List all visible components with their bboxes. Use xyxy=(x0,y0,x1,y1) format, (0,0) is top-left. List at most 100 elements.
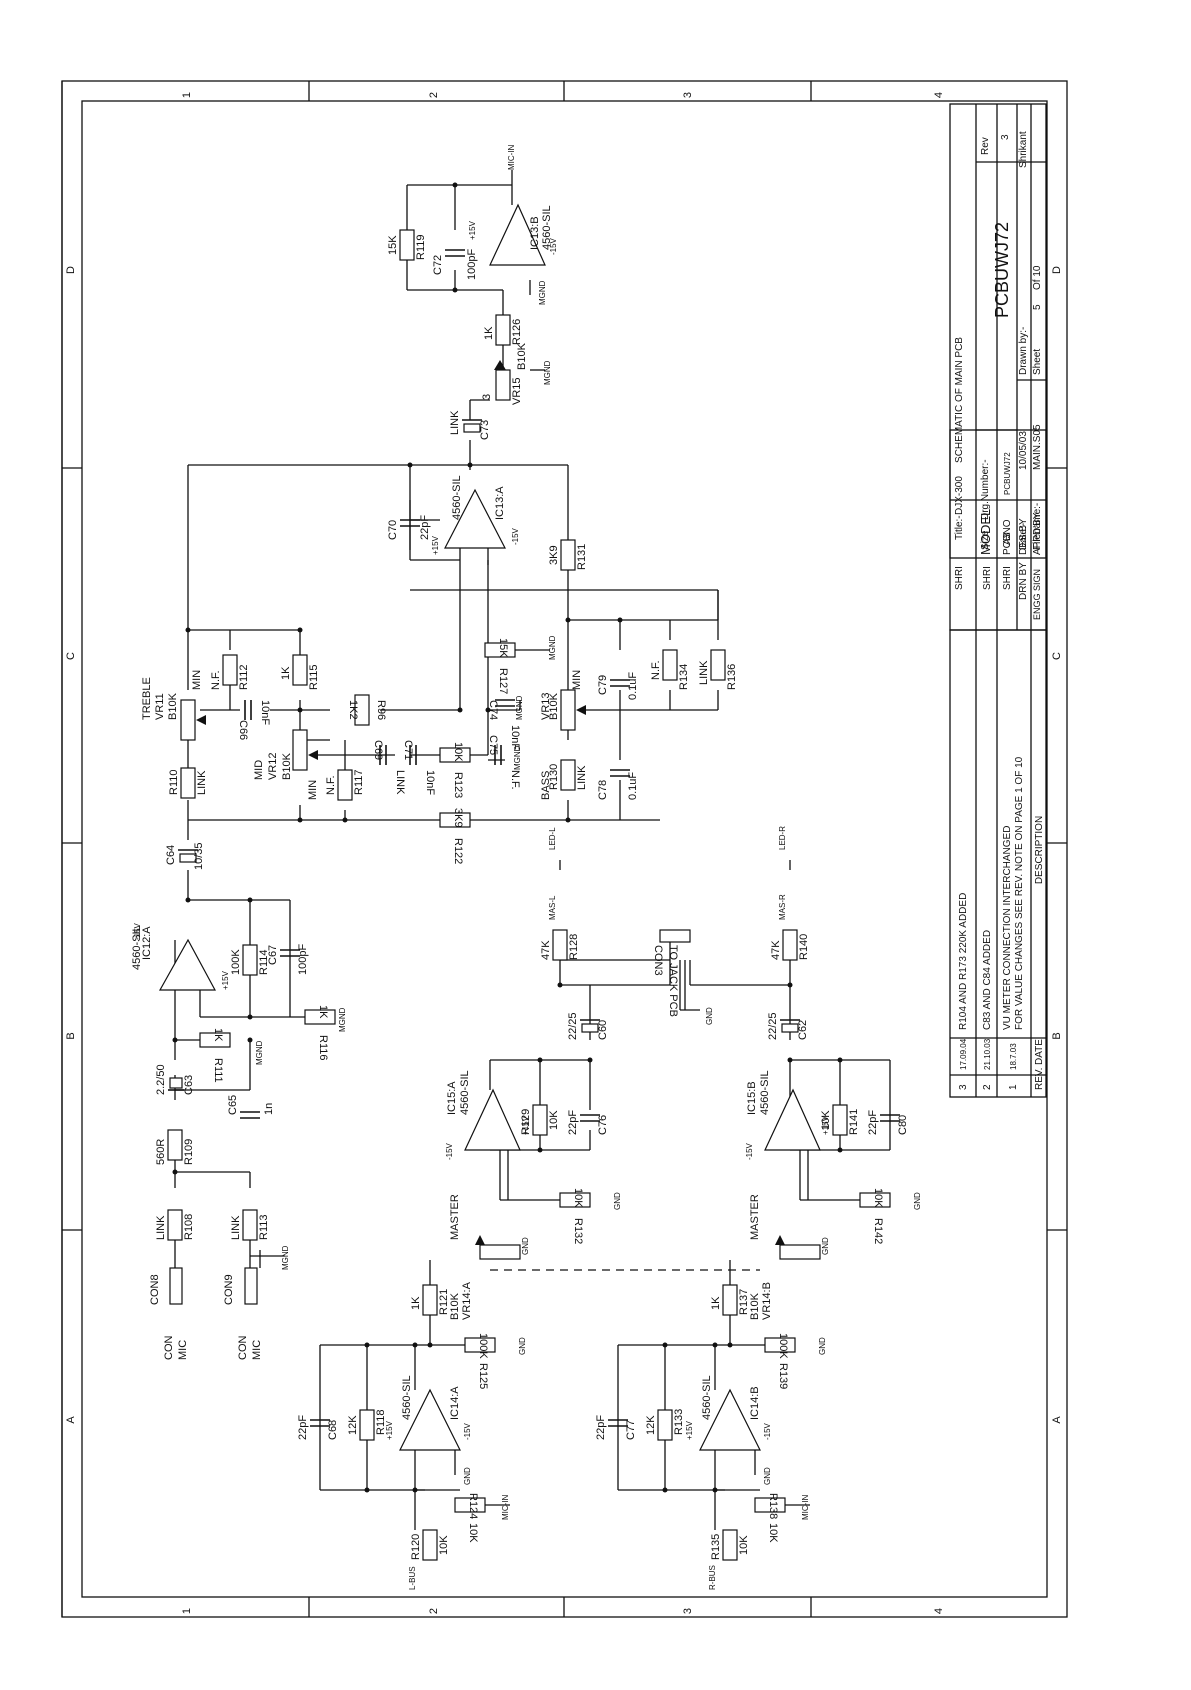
c62: 22/25 C62 xyxy=(767,1012,809,1040)
con3-connector: CON3 TO JACK PCB xyxy=(652,929,691,1017)
r108: LINK R108 xyxy=(155,1209,195,1241)
c67-value: 100pF xyxy=(297,944,309,975)
sheet-value: 5 xyxy=(1032,304,1043,310)
vr11-value: B10K xyxy=(167,692,179,720)
con3-ref: CON3 xyxy=(652,945,664,976)
c77: 22pF C77 xyxy=(595,1415,637,1440)
zone-bottom-3: 3 xyxy=(682,1608,694,1614)
c73: LINK C73 xyxy=(449,410,491,440)
r123: 10K R123 xyxy=(439,742,471,798)
r120-value: 10K xyxy=(438,1535,450,1555)
r133-value: 12K xyxy=(645,1415,657,1435)
ground-labels: MGND MGND MGND MGND MGND MGND MGND MGND … xyxy=(255,280,922,1485)
r133-ref: R133 xyxy=(673,1409,685,1435)
r116-value: 1K xyxy=(317,1005,329,1019)
c67-ref: C67 xyxy=(267,945,279,965)
masr-label: MAS-R xyxy=(778,894,787,920)
ic15b-part: 4560-SIL xyxy=(759,1070,771,1115)
sheet-of: Of 10 xyxy=(1032,265,1043,290)
zone-top-1: 1 xyxy=(181,92,193,98)
c79: C79 0.1uF xyxy=(597,672,639,700)
revision-table: 3 17.09.04 R104 AND R173 220K ADDED 2 21… xyxy=(949,629,1047,1098)
con-mic-1-b: MIC xyxy=(177,1340,189,1360)
gnd-label-c74: MGND xyxy=(515,695,524,720)
r134: N.F. R134 xyxy=(650,649,690,690)
r110-value: LINK xyxy=(196,770,208,795)
r125: 100K R125 xyxy=(464,1333,496,1389)
r122-value: 3K9 xyxy=(452,808,464,828)
c63: 2.2/50 C63 xyxy=(155,1064,195,1095)
r118-value: 12K xyxy=(347,1415,359,1435)
r142-ref: R142 xyxy=(872,1218,884,1244)
treble-label: TREBLE xyxy=(141,677,153,720)
zone-labels: 1 2 3 4 1 2 3 4 D C B A D C B A xyxy=(65,92,1063,1614)
c76-ref: C76 xyxy=(597,1115,609,1135)
r133: 12K R133 xyxy=(645,1409,685,1441)
drawn-label: Drawn by:- xyxy=(1018,327,1029,375)
vr13-ref: VR13 xyxy=(540,692,552,720)
ic14a-m15: -15V xyxy=(463,1422,472,1440)
vr13-min: MIN xyxy=(571,670,583,690)
rev-row-1-desc: VU METER CONNECTION INTERCHANGED xyxy=(1002,826,1013,1030)
shri-1: SHRI xyxy=(954,566,965,590)
ic13b-ref: IC13:B xyxy=(529,216,541,250)
r116-ref: R116 xyxy=(317,1035,329,1060)
r123-value: 10K xyxy=(452,742,464,762)
r132: 10K R132 xyxy=(559,1188,591,1244)
r96: 1K2 R96 xyxy=(347,694,387,726)
gnd-label-ic14b: GND xyxy=(763,1467,772,1485)
con-mic-2-a: CON xyxy=(237,1336,249,1361)
r112-value: N.F. xyxy=(210,670,222,690)
rev-row-2-desc: C83 AND C84 ADDED xyxy=(982,930,993,1030)
model-label: MODEL xyxy=(978,509,993,555)
model-block: DJX-300 MODEL PCBNO PCBUWJ72 DES.BY APPD… xyxy=(949,429,1047,631)
r130-ref: R130 xyxy=(548,764,560,790)
c68-value: 22pF xyxy=(297,1415,309,1440)
vr15-value: B10K xyxy=(516,342,528,370)
ledl-label: LED-L xyxy=(548,827,557,850)
zone-bottom-4: 4 xyxy=(933,1608,945,1614)
gnd-label-r116: MGND xyxy=(338,1007,347,1032)
drg-number: PCBUWJ72 xyxy=(992,222,1012,318)
c62-value: 22/25 xyxy=(767,1012,779,1040)
r131: 3K9 R131 xyxy=(548,539,588,571)
c72: C72 100pF xyxy=(432,249,478,280)
vr11-min: MIN xyxy=(191,670,203,690)
rev-header-date: DATE xyxy=(1034,1039,1045,1065)
title-label: Title:- xyxy=(954,515,965,540)
vr12-mid: MID VR12 B10K MIN xyxy=(253,729,319,800)
rev-row-2-date: 21.10.03 xyxy=(983,1038,992,1070)
r137-ref: R137 xyxy=(738,1289,750,1315)
ic15b-m15: -15V xyxy=(745,1142,754,1160)
ic14a-ref: IC14:A xyxy=(449,1386,461,1420)
sheet-label: Sheet xyxy=(1032,349,1043,375)
r141-ref: R141 xyxy=(848,1109,860,1135)
ic15a-ref: IC15:A xyxy=(446,1081,458,1115)
bass-label: BASS xyxy=(540,771,552,800)
r131-ref: R131 xyxy=(576,544,588,570)
rev-row-2-rev: 2 xyxy=(982,1084,993,1090)
c63-value: 2.2/50 xyxy=(155,1064,167,1095)
shri-2: SHRI xyxy=(982,566,993,590)
rev-header-desc: DESCRIPTION xyxy=(1034,816,1045,884)
vr14b-master-label: MASTER xyxy=(749,1194,761,1240)
filename-label: Filename:- xyxy=(1032,503,1043,550)
size-label: Size xyxy=(980,530,991,550)
zone-top-4: 4 xyxy=(933,92,945,98)
pcbno-label: PCBNO xyxy=(1002,519,1013,555)
r124: R124 10K MIC-IN xyxy=(454,1493,510,1543)
r118: 12K R118 xyxy=(347,1409,387,1441)
c70: C70 22pF xyxy=(387,515,431,540)
r117: N.F. R117 xyxy=(325,769,365,801)
r137-value: 1K xyxy=(710,1296,722,1310)
ic14b-part: 4560-SIL xyxy=(701,1375,713,1420)
r129-value: 10K xyxy=(548,1110,560,1130)
r117-ref: R117 xyxy=(353,770,365,795)
vr14a-ref: VR14:A xyxy=(461,1281,473,1320)
r129: R129 10K xyxy=(520,1104,560,1136)
r127: 15K R127 xyxy=(484,638,516,694)
ic12a-opamp: 4560-SIL IC12:A -15V +15V xyxy=(131,922,230,991)
c80-ref: C80 xyxy=(897,1115,909,1135)
engg-label: ENGG SIGN xyxy=(1032,569,1042,620)
